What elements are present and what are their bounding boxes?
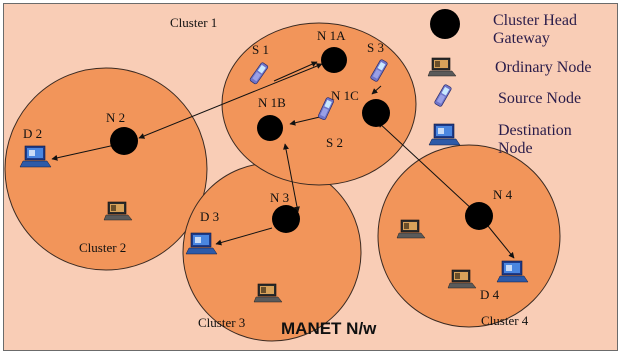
cluster-4-label: Cluster 4 [481,313,529,328]
node-label-n3: N 3 [270,190,289,205]
link-n1a-n2 [138,63,323,139]
cluster-head-n1b [257,115,283,141]
link-n3-d3 [215,227,273,246]
legend-cluster-head-icon [430,9,460,39]
cluster-head-n2 [110,127,138,155]
legend-source-phone-icon [433,83,453,108]
node-label-n1b: N 1B [258,95,286,110]
node-label-s3: S 3 [367,40,384,55]
node-label-n4: N 4 [493,187,513,202]
cluster-1-label: Cluster 1 [170,15,217,30]
cluster-head-n3 [272,205,300,233]
legend-cluster-head-label: Cluster Head [493,12,577,29]
node-label-n2: N 2 [106,110,125,125]
legend-destination-laptop-icon [428,123,461,146]
link-n1b-n3 [283,143,300,213]
node-label-n1a: N 1A [317,28,346,43]
diagram-caption: MANET N/w [281,319,377,338]
legend-ordinary-label: Ordinary Node [495,59,591,76]
legend-destination-node-label: Node [498,140,533,157]
link-n4-d4 [487,225,515,259]
legend-source-label: Source Node [498,90,581,107]
cluster-head-n1a [321,47,347,73]
node-label-s2: S 2 [326,135,343,150]
link-s1-n1a [273,61,318,82]
link-n1c-n4 [377,121,475,212]
node-label-d2: D 2 [23,126,42,141]
cluster-2-label: Cluster 2 [79,240,126,255]
cluster-head-n4 [465,202,493,230]
cluster-head-n1c [362,99,390,127]
manet-diagram: Cluster 1 Cluster 2 Cluster 3 Cluster 4 … [4,9,591,342]
legend-gateway-label: Gateway [493,30,550,47]
node-label-d4: D 4 [480,287,500,302]
cluster-3-label: Cluster 3 [198,315,245,330]
links [51,61,515,259]
node-label-d3: D 3 [200,209,219,224]
legend-ordinary-laptop-icon [427,57,457,77]
diagram-frame: Cluster 1 Cluster 2 Cluster 3 Cluster 4 … [3,3,618,351]
legend: Cluster Head Gateway Ordinary Node Sourc… [427,9,591,157]
legend-destination-label: Destination [498,122,572,139]
node-label-n1c: N 1C [331,88,359,103]
node-label-s1: S 1 [252,42,269,57]
link-s3-n1c [371,85,382,95]
link-n2-d2 [51,144,116,161]
